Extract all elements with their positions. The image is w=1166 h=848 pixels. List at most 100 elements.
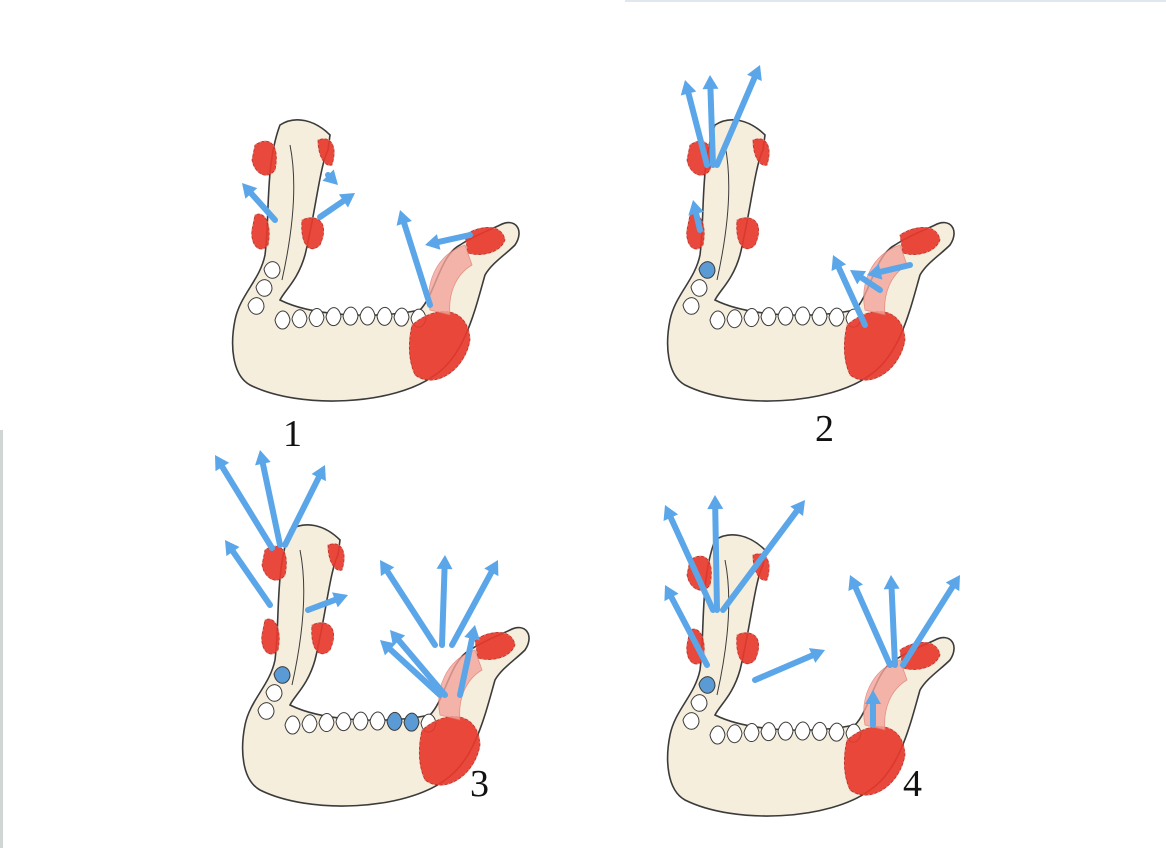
- force-arrow-icon: [317, 193, 355, 220]
- tooth: [690, 279, 708, 297]
- tooth: [359, 306, 376, 326]
- force-arrow-head: [664, 585, 679, 602]
- force-arrow-shaft: [401, 220, 433, 308]
- tooth: [726, 724, 743, 744]
- tooth: [794, 306, 811, 326]
- force-arrow-icon: [396, 210, 433, 308]
- tooth: [811, 306, 828, 326]
- force-arrow-shaft: [384, 568, 438, 648]
- force-arrow-head: [867, 264, 883, 280]
- force-arrow-head: [707, 495, 724, 510]
- force-arrow-icon: [714, 65, 762, 168]
- tooth: [760, 722, 777, 742]
- force-arrow-shaft: [685, 90, 710, 168]
- force-arrow-shaft: [457, 635, 476, 698]
- mandible-illustration: [215, 450, 530, 807]
- muscle-fibers: [844, 726, 906, 796]
- mandible-group: [663, 495, 960, 817]
- force-arrow-shaft: [435, 232, 473, 245]
- tooth: [726, 309, 743, 329]
- force-arrow-head: [396, 210, 412, 226]
- force-arrow-head: [790, 500, 805, 517]
- tooth: [263, 261, 281, 279]
- muscle-icon: [261, 618, 280, 655]
- force-arrow-icon: [702, 75, 719, 168]
- force-arrow-icon: [449, 560, 499, 648]
- mandible-illustration: [231, 119, 520, 402]
- force-arrow-icon: [867, 262, 913, 280]
- force-arrow-icon: [720, 500, 805, 613]
- force-arrow-icon: [848, 575, 893, 668]
- panel-3: [200, 450, 540, 810]
- force-arrow-head: [215, 455, 230, 472]
- panel-2: [650, 60, 980, 410]
- force-arrow-icon: [390, 630, 448, 698]
- force-arrow-icon: [215, 455, 275, 551]
- force-arrow-shaft: [693, 210, 703, 233]
- muscle-fibers: [899, 227, 941, 255]
- muscle-icon: [261, 545, 287, 581]
- tooth: [777, 306, 794, 326]
- force-arrow-icon: [664, 585, 710, 668]
- panel-3-label: 3: [470, 763, 489, 805]
- force-arrow-shaft: [396, 637, 448, 698]
- tooth: [828, 722, 845, 742]
- force-arrow-shaft: [888, 585, 898, 668]
- force-arrow-head: [850, 270, 867, 285]
- scan-top-edge: [625, 0, 1166, 2]
- tooth: [301, 714, 318, 734]
- tooth: [760, 307, 777, 327]
- muscle-icon: [251, 213, 270, 250]
- force-arrow-head: [332, 592, 348, 608]
- force-arrow-head: [945, 575, 960, 592]
- force-arrow-icon: [425, 232, 473, 250]
- tooth: [318, 713, 335, 733]
- force-arrow-head: [322, 169, 338, 185]
- tooth: [376, 306, 393, 326]
- force-arrow-icon: [282, 465, 326, 548]
- force-arrow-head: [464, 625, 480, 641]
- force-arrow-shaft: [439, 565, 448, 648]
- force-arrow-shaft: [707, 85, 716, 168]
- force-arrow-icon: [457, 625, 480, 698]
- mandible-group: [231, 119, 520, 402]
- force-arrow-shaft: [667, 514, 716, 613]
- force-arrow-icon: [255, 450, 283, 548]
- force-arrow-icon: [752, 648, 825, 683]
- force-arrow-icon: [883, 575, 900, 668]
- force-arrow-shaft: [248, 190, 278, 223]
- muscle-fibers: [686, 140, 712, 176]
- mandible-group: [666, 65, 955, 402]
- force-arrow-icon: [436, 555, 453, 648]
- panel-4-label: 4: [903, 763, 922, 805]
- force-arrow-shaft: [858, 274, 883, 293]
- force-arrow-shaft: [835, 264, 868, 328]
- force-arrow-icon: [707, 495, 724, 613]
- force-arrow-head: [425, 234, 441, 250]
- force-arrow-head: [688, 200, 704, 216]
- muscle-fibers: [419, 716, 481, 786]
- force-arrow-icon: [225, 540, 273, 608]
- force-arrow-shaft: [752, 652, 816, 683]
- muscle-icon: [736, 217, 760, 250]
- force-arrow-icon: [865, 690, 881, 728]
- force-arrow-shaft: [449, 569, 495, 648]
- muscle-fibers: [464, 227, 506, 255]
- force-arrow-shaft: [387, 646, 443, 698]
- mandible-illustration: [663, 495, 960, 817]
- force-arrow-shaft: [877, 262, 913, 275]
- mandible-ridge: [716, 144, 730, 281]
- force-arrow-icon: [380, 560, 438, 648]
- tooth: [247, 297, 265, 315]
- panel-1: [220, 95, 550, 415]
- force-arrow-shaft: [712, 505, 720, 613]
- tooth: [828, 307, 845, 327]
- muscle-sheet: [863, 244, 908, 316]
- force-arrow-head: [380, 640, 396, 656]
- muscle-fibers: [686, 555, 712, 591]
- force-arrow-shaft: [229, 548, 273, 608]
- force-arrow-shaft: [219, 463, 275, 551]
- tooth: [265, 684, 283, 702]
- force-arrow-head: [338, 193, 355, 208]
- mandible-illustration: [666, 65, 955, 402]
